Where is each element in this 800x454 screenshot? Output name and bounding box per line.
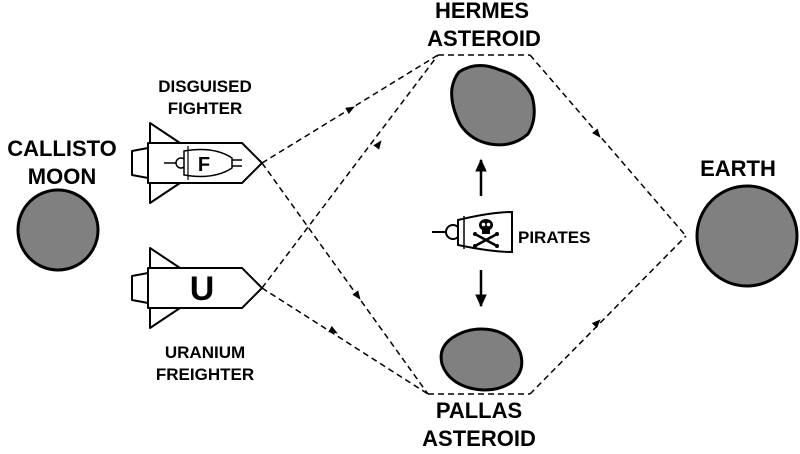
hermes-asteroid-rock xyxy=(450,64,536,147)
freighter-label-line2: FREIGHTER xyxy=(156,365,254,384)
earth: EARTH xyxy=(695,156,799,288)
fighter-top-fin xyxy=(149,122,181,144)
callisto-moon-body xyxy=(16,188,100,272)
pallas-label-line2: ASTEROID xyxy=(422,426,536,451)
freighter-hull xyxy=(147,267,263,309)
freighter-bottom-fin xyxy=(149,307,181,329)
callisto-label-line1: CALLISTO xyxy=(7,136,117,161)
route-pallas-to-earth xyxy=(529,235,687,395)
pallas-asteroid-rock xyxy=(439,327,524,392)
route-freighter-to-hermes xyxy=(261,54,439,289)
earth-body xyxy=(695,184,799,288)
disguised-fighter: DISGUISED FIGHTER F xyxy=(131,77,263,204)
fighter-bottom-fin xyxy=(149,182,181,204)
hermes-label-line1: HERMES xyxy=(435,0,529,23)
route-freighter-to-pallas xyxy=(261,287,429,395)
earth-label: EARTH xyxy=(700,156,776,181)
pirates-label: PIRATES xyxy=(518,228,590,247)
route-fighter-to-pallas xyxy=(261,162,429,395)
hermes-label-line2: ASTEROID xyxy=(427,26,541,51)
uranium-freighter: U URANIUM FREIGHTER xyxy=(131,247,263,384)
freighter-top-fin xyxy=(149,247,181,269)
fighter-label-line2: FIGHTER xyxy=(168,99,243,118)
route-hermes-to-earth xyxy=(529,54,687,237)
freighter-label-line1: URANIUM xyxy=(165,343,245,362)
freighter-tail-nozzle xyxy=(131,272,149,304)
freighter-mark: U xyxy=(190,270,215,308)
callisto-label-line2: MOON xyxy=(28,164,96,189)
route-fighter-to-hermes xyxy=(261,54,439,164)
pallas-asteroid: PALLAS ASTEROID xyxy=(422,327,536,451)
fighter-mark: F xyxy=(198,154,210,176)
skull-and-crossbones-icon xyxy=(473,219,499,248)
pallas-label-line1: PALLAS xyxy=(436,398,522,423)
fighter-tail-nozzle xyxy=(131,147,149,179)
fighter-label-line1: DISGUISED xyxy=(158,77,252,96)
fighter-disguise-ship xyxy=(164,146,242,180)
callisto-moon: CALLISTO MOON xyxy=(7,136,117,272)
arrowhead-freighter-hermes xyxy=(373,140,382,150)
pirate-ship xyxy=(432,210,513,254)
hermes-asteroid: HERMES ASTEROID xyxy=(427,0,541,147)
pirates: PIRATES xyxy=(432,158,590,308)
